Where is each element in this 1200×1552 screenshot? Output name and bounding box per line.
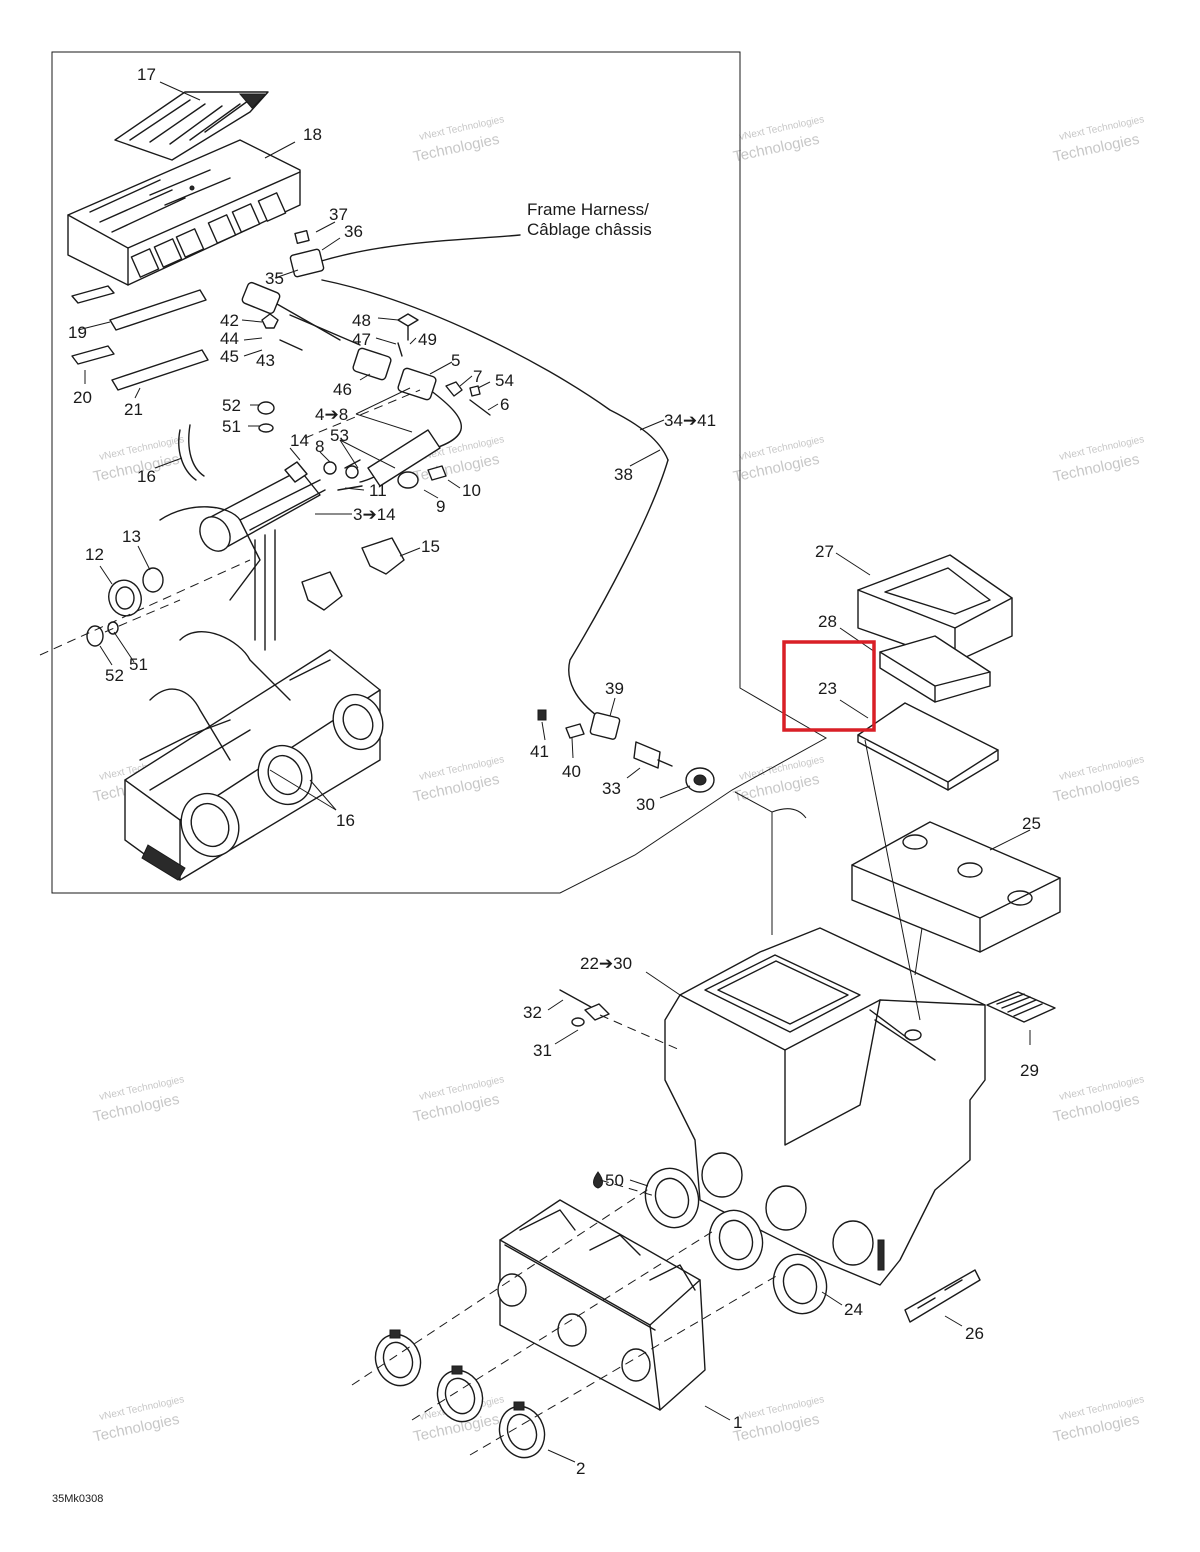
leader-lines [77, 81, 1031, 1463]
callout-51b: 51 [129, 655, 148, 674]
frame-harness-label-line2: Câblage châssis [527, 220, 652, 239]
callout-33: 33 [602, 779, 621, 798]
clamps-15 [301, 537, 405, 611]
sensor-31-32 [559, 989, 610, 1027]
wire-harness [269, 234, 669, 719]
bracket-26 [904, 1269, 981, 1323]
connector-46 [352, 347, 392, 381]
callout-47: 47 [352, 330, 371, 349]
callout-41: 41 [530, 742, 549, 761]
small-parts-top [261, 313, 491, 416]
callout-16a: 16 [137, 467, 156, 486]
callout-52b: 52 [105, 666, 124, 685]
callout-49: 49 [418, 330, 437, 349]
callout-12: 12 [85, 545, 104, 564]
grommet-30 [685, 767, 715, 793]
callout-30: 30 [636, 795, 655, 814]
callout-8: 8 [315, 437, 324, 456]
callout-29: 29 [1020, 1061, 1039, 1080]
callout-23: 23 [818, 679, 837, 698]
rings-12-13 [86, 567, 164, 647]
callout-3to14: 3➔14 [353, 505, 396, 524]
plate-23 [857, 702, 999, 791]
callout-34to41: 34➔41 [664, 411, 716, 430]
pad-21 [111, 349, 209, 391]
carburetor-assembly-upper [124, 506, 384, 881]
callout-14: 14 [290, 431, 309, 450]
cover-25 [851, 821, 1061, 953]
highlight-box-23[interactable]: 23 [782, 640, 876, 732]
sensor-33 [633, 741, 673, 769]
callout-17: 17 [137, 65, 156, 84]
callout-54: 54 [495, 371, 514, 390]
pad-19 [71, 285, 207, 331]
decal-17 [114, 91, 269, 161]
adhesive-50 [593, 1171, 603, 1189]
callout-43: 43 [256, 351, 275, 370]
callout-46: 46 [333, 380, 352, 399]
fuel-rail [178, 401, 326, 651]
callout-32: 32 [523, 1003, 542, 1022]
callout-20: 20 [73, 388, 92, 407]
connector-39-40-41 [537, 709, 621, 740]
callout-38: 38 [614, 465, 633, 484]
hose-clamps-2 [374, 1329, 546, 1459]
callout-19: 19 [68, 323, 87, 342]
callout-18: 18 [303, 125, 322, 144]
hose-53 [323, 429, 447, 491]
callout-6: 6 [500, 395, 509, 414]
callout-37: 37 [329, 205, 348, 224]
callout-16b: 16 [336, 811, 355, 830]
connector-42 [241, 281, 281, 315]
callout-53: 53 [330, 426, 349, 445]
label-29 [986, 991, 1056, 1023]
callout-35: 35 [265, 269, 284, 288]
intake-rings-24 [644, 1167, 828, 1315]
callout-24: 24 [844, 1300, 863, 1319]
airbox-body [664, 927, 986, 1286]
callout-42: 42 [220, 311, 239, 330]
callout-52a: 52 [222, 396, 241, 415]
callout-27: 27 [815, 542, 834, 561]
callout-26: 26 [965, 1324, 984, 1343]
callout-5: 5 [451, 351, 460, 370]
callout-13: 13 [122, 527, 141, 546]
callout-45: 45 [220, 347, 239, 366]
callout-2: 2 [576, 1459, 585, 1478]
assembly-lines [39, 389, 923, 1456]
callout-22to30: 22➔30 [580, 954, 632, 973]
callout-10: 10 [462, 481, 481, 500]
highlight-rectangle [782, 640, 876, 732]
carburetor-assembly-lower [497, 1199, 706, 1411]
frame-harness-label-line1: Frame Harness/ [527, 200, 649, 219]
callout-40: 40 [562, 762, 581, 781]
callout-51a: 51 [222, 417, 241, 436]
foam-28 [879, 635, 991, 703]
callout-15: 15 [421, 537, 440, 556]
callout-1: 1 [733, 1413, 742, 1432]
callout-48: 48 [352, 311, 371, 330]
callout-9: 9 [436, 497, 445, 516]
connector-35 [289, 229, 325, 278]
callout-21: 21 [124, 400, 143, 419]
callout-labels: 17 18 37 36 35 19 20 21 42 44 45 43 48 4… [68, 65, 1041, 1478]
callout-25: 25 [1022, 814, 1041, 833]
callout-28: 28 [818, 612, 837, 631]
callout-50: 50 [605, 1171, 624, 1190]
foam-27 [857, 554, 1013, 663]
callout-44: 44 [220, 329, 239, 348]
pad-20 [71, 345, 115, 365]
reference-code: 35Mk0308 [52, 1493, 103, 1505]
connector-5 [397, 367, 437, 401]
inset-frame [51, 51, 828, 894]
ecu-module-18 [67, 139, 301, 286]
callout-36: 36 [344, 222, 363, 241]
callout-7: 7 [473, 367, 482, 386]
callout-39: 39 [605, 679, 624, 698]
callout-31: 31 [533, 1041, 552, 1060]
callout-4to8: 4➔8 [315, 405, 348, 424]
callout-11: 11 [369, 481, 387, 500]
